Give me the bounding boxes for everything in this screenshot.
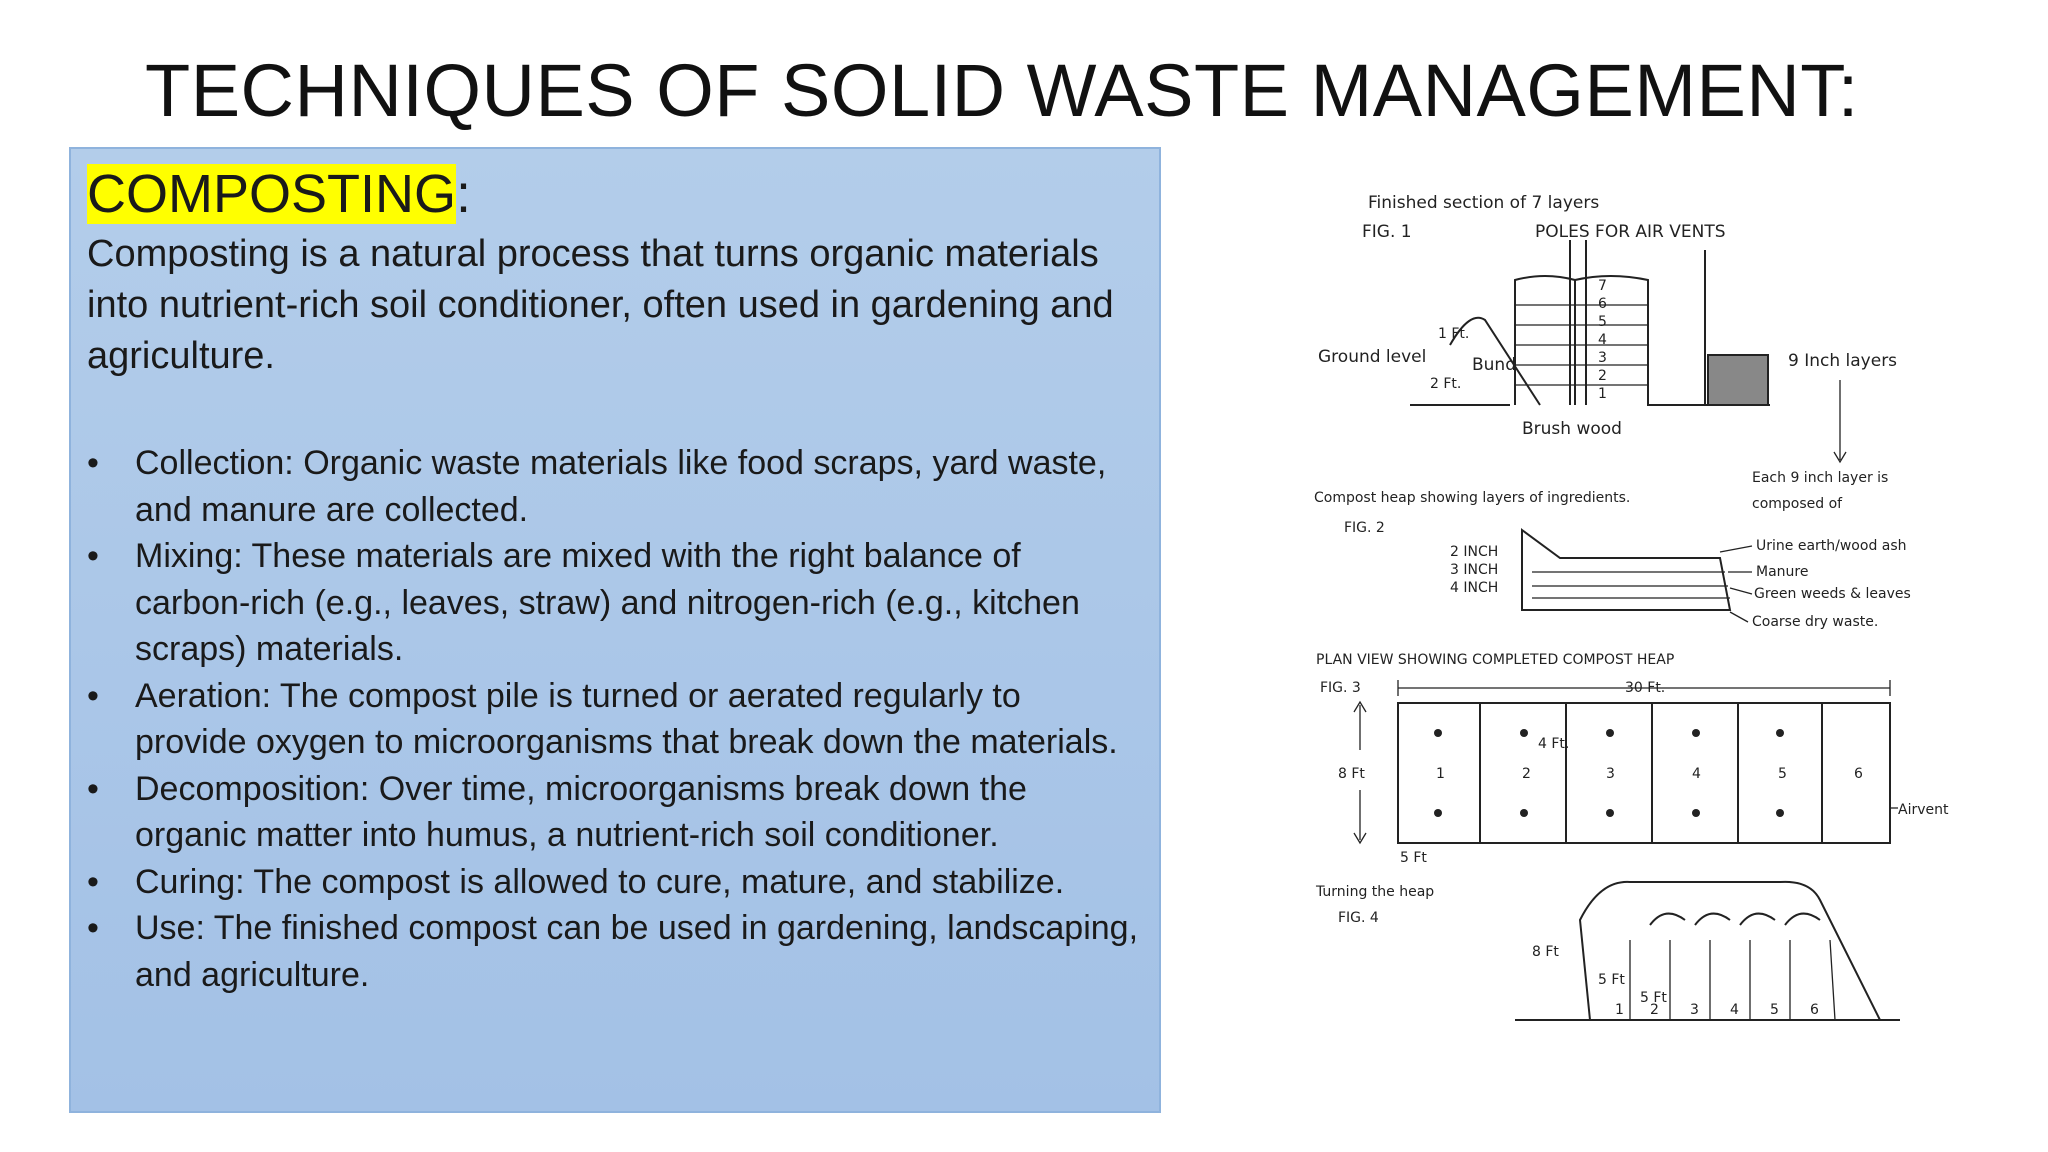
compost-diagram-svg: Finished section of 7 layers FIG. 1 POLE… bbox=[1314, 193, 1949, 1021]
fig3-eight-ft: 8 Ft bbox=[1338, 766, 1365, 782]
fig3-cell-num: 3 bbox=[1606, 766, 1615, 782]
fig3-cell-num: 1 bbox=[1436, 766, 1445, 782]
fig3-side-dimension bbox=[1353, 700, 1367, 845]
fig4-num: 3 bbox=[1690, 1002, 1699, 1018]
fig2-each-layer: Each 9 inch layer is bbox=[1752, 470, 1888, 486]
fig4-num: 2 bbox=[1650, 1002, 1659, 1018]
fig2-urine: Urine earth/wood ash bbox=[1756, 538, 1907, 554]
fig3-five-ft: 5 Ft bbox=[1400, 850, 1427, 866]
fig4-section: Turning the heap FIG. 4 8 Ft 5 Ft 5 Ft 1… bbox=[1315, 880, 1900, 1021]
fig4-heap-outline bbox=[1578, 880, 1881, 1021]
composting-heading-highlight: COMPOSTING bbox=[87, 164, 457, 224]
fig1-layers-label: 9 Inch layers bbox=[1788, 351, 1897, 371]
fig1-layer-num: 2 bbox=[1598, 368, 1607, 384]
fig4-num: 6 bbox=[1810, 1002, 1819, 1018]
fig2-composed: composed of bbox=[1752, 496, 1843, 512]
composting-content-box: COMPOSTING: Composting is a natural proc… bbox=[69, 147, 1161, 1113]
fig4-eight-ft: 8 Ft bbox=[1532, 944, 1559, 960]
fig3-plan-outline bbox=[1397, 702, 1891, 844]
fig3-label: FIG. 3 bbox=[1320, 680, 1361, 696]
fig1-layer-num: 3 bbox=[1598, 350, 1607, 366]
fig1-bund-label: Bund bbox=[1472, 355, 1516, 375]
fig2-label: FIG. 2 bbox=[1344, 520, 1385, 536]
fig3-cell-num: 5 bbox=[1778, 766, 1787, 782]
bullet-aeration: Aeration: The compost pile is turned or … bbox=[87, 673, 1139, 766]
fig1-heap-right bbox=[1574, 275, 1770, 406]
fig2-inch3: 3 INCH bbox=[1450, 562, 1498, 578]
fig3-cell-dividers bbox=[1479, 703, 1823, 843]
fig1-layer-num: 5 bbox=[1598, 314, 1607, 330]
fig1-ground-label: Ground level bbox=[1318, 347, 1426, 367]
fig1-one-ft: 1 Ft. bbox=[1438, 326, 1469, 342]
fig4-label: FIG. 4 bbox=[1338, 910, 1379, 926]
fig1-layer-num: 6 bbox=[1598, 296, 1607, 312]
fig1-bund-shape bbox=[1449, 316, 1541, 406]
fig3-section: PLAN VIEW SHOWING COMPLETED COMPOST HEAP… bbox=[1316, 652, 1949, 866]
fig2-inch4: 4 INCH bbox=[1450, 580, 1498, 596]
fig2-caption: Compost heap showing layers of ingredien… bbox=[1314, 490, 1630, 506]
fig2-green: Green weeds & leaves bbox=[1754, 586, 1911, 602]
fig1-poles-label: POLES FOR AIR VENTS bbox=[1535, 222, 1726, 242]
fig1-layer-num: 4 bbox=[1598, 332, 1607, 348]
fig1-down-arrow bbox=[1833, 380, 1847, 464]
heading-colon: : bbox=[456, 164, 472, 224]
fig2-coarse: Coarse dry waste. bbox=[1752, 614, 1878, 630]
fig3-caption: PLAN VIEW SHOWING COMPLETED COMPOST HEAP bbox=[1316, 652, 1674, 668]
fig3-top-dimension bbox=[1397, 680, 1891, 696]
bullet-mixing: Mixing: These materials are mixed with t… bbox=[87, 533, 1139, 673]
fig1-heap-left bbox=[1514, 275, 1576, 405]
fig1-layer-num: 7 bbox=[1598, 278, 1607, 294]
fig4-num: 4 bbox=[1730, 1002, 1739, 1018]
bullet-collection: Collection: Organic waste materials like… bbox=[87, 440, 1139, 533]
fig4-five-ft-b: 5 Ft bbox=[1640, 990, 1667, 1006]
fig4-section-lines bbox=[1629, 939, 1836, 1021]
fig1-hatched-layers bbox=[1707, 354, 1769, 406]
bullet-decomposition: Decomposition: Over time, microorganisms… bbox=[87, 766, 1139, 859]
fig1-caption: Finished section of 7 layers bbox=[1368, 193, 1599, 213]
fig1-two-ft: 2 Ft. bbox=[1430, 376, 1461, 392]
fig3-air-vent-dots bbox=[1434, 729, 1784, 817]
fig2-section: Compost heap showing layers of ingredien… bbox=[1314, 470, 1911, 630]
fig2-layer-lines bbox=[1532, 571, 1730, 599]
fig4-turning-arrows bbox=[1649, 912, 1821, 926]
slide-title: TECHNIQUES OF SOLID WASTE MANAGEMENT: bbox=[145, 49, 1859, 132]
bullet-use: Use: The finished compost can be used in… bbox=[87, 905, 1139, 998]
fig4-num: 5 bbox=[1770, 1002, 1779, 1018]
fig4-num: 1 bbox=[1615, 1002, 1624, 1018]
fig4-five-ft-a: 5 Ft bbox=[1598, 972, 1625, 988]
fig2-manure: Manure bbox=[1756, 564, 1808, 580]
fig3-cell-num: 2 bbox=[1522, 766, 1531, 782]
fig1-layer-num: 1 bbox=[1598, 386, 1607, 402]
fig4-caption: Turning the heap bbox=[1315, 884, 1434, 900]
fig3-cell-num: 6 bbox=[1854, 766, 1863, 782]
fig1-layer-lines bbox=[1515, 304, 1648, 386]
fig1-brush-label: Brush wood bbox=[1522, 419, 1622, 439]
fig1-section: Finished section of 7 layers FIG. 1 POLE… bbox=[1318, 193, 1897, 464]
intro-paragraph: Composting is a natural process that tur… bbox=[87, 233, 1114, 377]
section-heading: COMPOSTING: bbox=[87, 163, 1139, 225]
fig3-four-ft: 4 Ft. bbox=[1538, 736, 1569, 752]
fig1-label: FIG. 1 bbox=[1362, 222, 1412, 242]
bullet-curing: Curing: The compost is allowed to cure, … bbox=[87, 859, 1139, 906]
fig2-pointer-lines bbox=[1719, 545, 1753, 623]
compost-diagram-figure: Finished section of 7 layers FIG. 1 POLE… bbox=[1300, 180, 1990, 1040]
fig2-inch2: 2 INCH bbox=[1450, 544, 1498, 560]
fig3-cell-num: 4 bbox=[1692, 766, 1701, 782]
fig2-heap-outline bbox=[1521, 528, 1732, 611]
fig1-pole-1 bbox=[1569, 240, 1587, 405]
steps-list: Collection: Organic waste materials like… bbox=[87, 440, 1139, 998]
fig3-airvent: Airvent bbox=[1898, 802, 1949, 818]
